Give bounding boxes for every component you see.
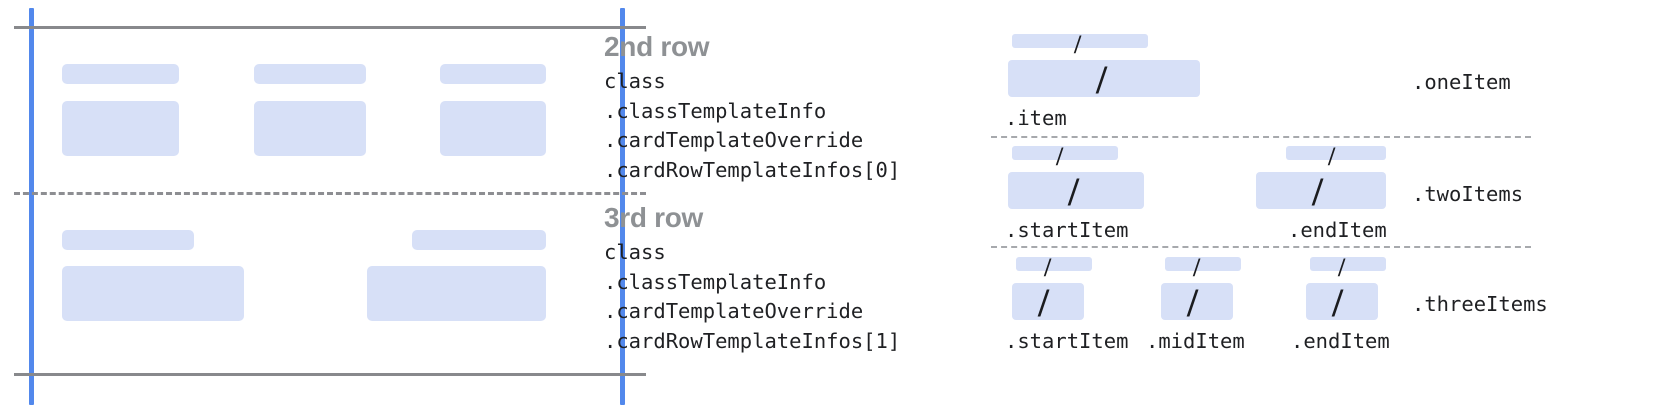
slash-glyph: / [1312,169,1324,214]
row-code-line: class [604,69,666,93]
card-right-edge-guide [620,8,625,405]
slot-label: .startItem [1005,218,1129,242]
variant-label-two-items: .twoItems [1412,182,1524,206]
slash-glyph: / [1038,280,1050,325]
slot-content-bar [1008,172,1144,209]
slash-glyph: / [1044,253,1052,282]
row-code-line: .cardTemplateOverride [604,299,864,323]
slot-label-bar [1016,257,1092,271]
row-block-second: 2nd row class .classTemplateInfo .cardTe… [604,31,900,185]
row-code-line: .cardTemplateOverride [604,128,864,152]
slot-label-bar [1012,34,1148,48]
preview-label-bar [412,230,546,250]
slot-content-bar [1306,283,1378,320]
slash-glyph: / [1074,30,1082,59]
slot-content-bar [1012,283,1084,320]
slash-glyph: / [1068,169,1080,214]
slash-glyph: / [1096,57,1108,102]
slot-label: .startItem [1005,329,1129,353]
card-top-boundary [14,26,646,29]
preview-label-bar [440,64,546,84]
slot-content-bar [1256,172,1386,209]
card-left-edge-guide [29,8,34,405]
slot-label: .midItem [1146,329,1245,353]
preview-content-bar [62,101,179,156]
row-code-line: .cardRowTemplateInfos[1] [604,328,901,353]
slot-label-bar [1165,257,1241,271]
row-code-line: .cardRowTemplateInfos[0] [604,157,901,182]
preview-content-bar [367,266,546,321]
slash-glyph: / [1193,253,1201,282]
slash-glyph: / [1332,280,1344,325]
slot-label-bar [1310,257,1386,271]
preview-label-bar [62,230,194,250]
slot-label-bar [1012,146,1118,160]
preview-content-bar [440,101,546,156]
variant-separator [991,136,1531,138]
row-code-line: .classTemplateInfo [604,269,827,294]
preview-content-bar [254,101,366,156]
card-row-separator [14,192,646,195]
row-code-line: class [604,240,666,264]
row-code-line: .classTemplateInfo [604,98,827,123]
row-title: 2nd row [604,31,710,62]
slot-label: .item [1005,106,1067,130]
slot-label: .endItem [1291,329,1390,353]
slash-glyph: / [1328,142,1336,171]
row-title: 3rd row [604,202,704,233]
card-bottom-boundary [14,373,646,376]
slot-content-bar [1161,283,1233,320]
preview-label-bar [62,64,179,84]
row-block-third: 3rd row class .classTemplateInfo .cardTe… [604,202,900,356]
slash-glyph: / [1338,253,1346,282]
slot-content-bar [1008,60,1200,97]
slash-glyph: / [1187,280,1199,325]
slot-label-bar [1286,146,1386,160]
slot-label: .endItem [1288,218,1387,242]
variant-label-one-item: .oneItem [1412,70,1511,94]
variant-label-three-items: .threeItems [1412,292,1548,316]
preview-content-bar [62,266,244,321]
slash-glyph: / [1056,142,1064,171]
variant-separator [991,246,1531,248]
preview-label-bar [254,64,366,84]
